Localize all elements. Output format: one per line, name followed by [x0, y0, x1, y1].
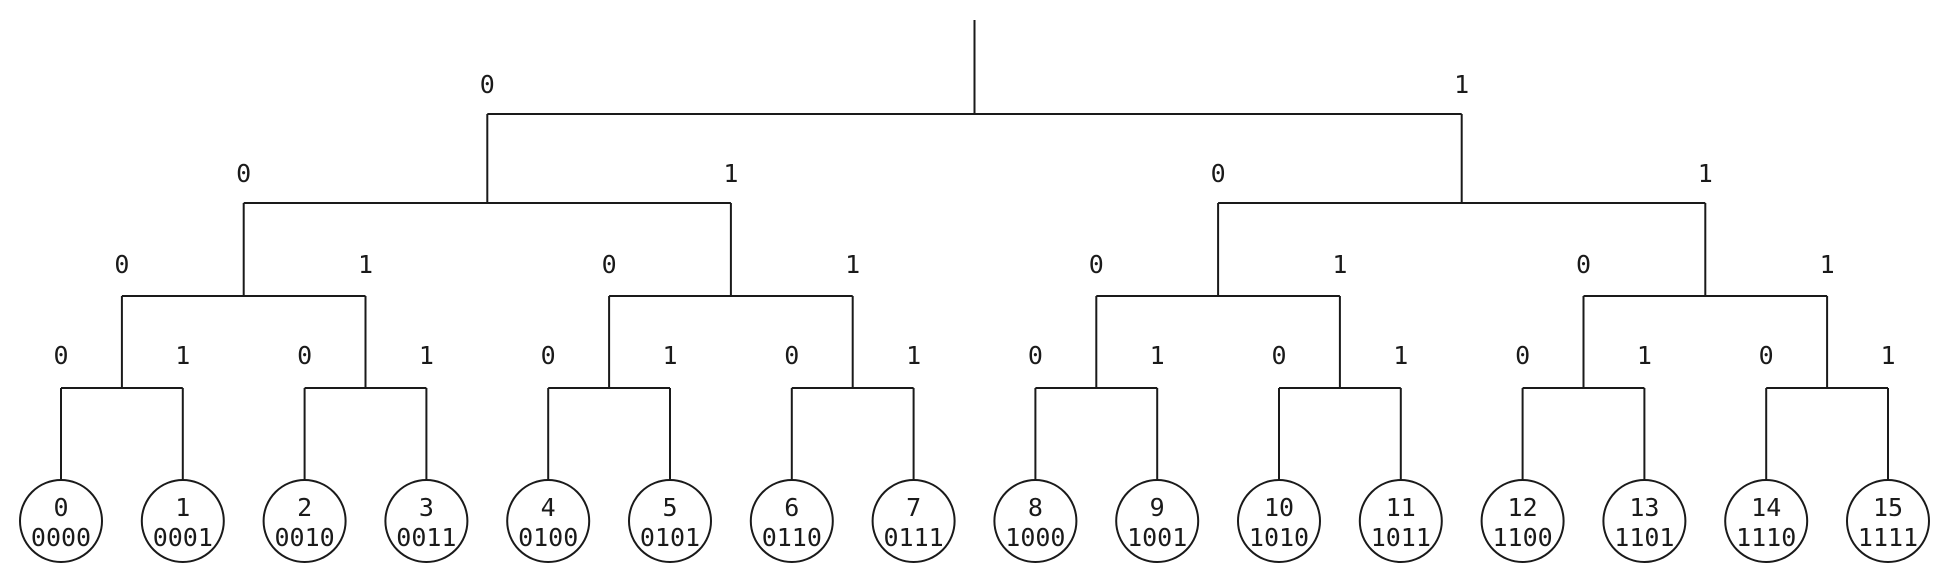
bit-label-zero: 0: [1028, 341, 1043, 370]
leaf-decimal-label: 4: [541, 493, 556, 522]
bit-label-one: 1: [1637, 341, 1652, 370]
bit-label-zero: 0: [541, 341, 556, 370]
leaf-binary-label: 0001: [153, 523, 213, 552]
bit-label-one: 1: [1820, 250, 1835, 279]
leaf-binary-label: 1100: [1492, 523, 1552, 552]
bit-label-one: 1: [358, 250, 373, 279]
leaf-binary-label: 0110: [762, 523, 822, 552]
leaf-node-circle: [19, 479, 103, 563]
bit-label-one: 1: [723, 159, 738, 188]
leaf-decimal-label: 14: [1751, 493, 1781, 522]
leaf-node-circle: [871, 479, 956, 563]
leaf-binary-label: 0011: [396, 523, 456, 552]
leaf-binary-label: 1110: [1736, 523, 1796, 552]
leaf-decimal-label: 8: [1028, 493, 1043, 522]
leaf-node-circle: [749, 479, 834, 563]
leaf-binary-label: 1010: [1249, 523, 1309, 552]
leaf-decimal-label: 2: [297, 493, 312, 522]
bit-label-zero: 0: [602, 250, 617, 279]
bit-label-zero: 0: [1271, 341, 1286, 370]
leaf-binary-label: 0100: [518, 523, 578, 552]
bit-label-zero: 0: [1759, 341, 1774, 370]
leaf-node-circle: [1724, 479, 1809, 563]
leaf-node-circle: [262, 479, 347, 563]
leaf-node-circle: [1237, 479, 1321, 563]
bit-label-one: 1: [1393, 341, 1408, 370]
bit-label-zero: 0: [1515, 341, 1530, 370]
bit-label-zero: 0: [1576, 250, 1591, 279]
leaf-binary-label: 1000: [1005, 523, 1065, 552]
leaf-node-circle: [1846, 479, 1930, 563]
bit-label-one: 1: [1698, 159, 1713, 188]
bit-label-zero: 0: [1089, 250, 1104, 279]
leaf-decimal-label: 13: [1629, 493, 1659, 522]
leaf-node-circle: [140, 479, 225, 563]
leaf-decimal-label: 3: [419, 493, 434, 522]
bit-label-one: 1: [662, 341, 677, 370]
leaf-decimal-label: 0: [53, 493, 68, 522]
bit-label-one: 1: [419, 341, 434, 370]
bit-label-zero: 0: [784, 341, 799, 370]
leaf-decimal-label: 11: [1386, 493, 1416, 522]
leaf-node-circle: [1602, 479, 1687, 563]
leaf-node-circle: [1115, 479, 1200, 563]
leaf-decimal-label: 9: [1150, 493, 1165, 522]
leaf-node-circle: [1480, 479, 1565, 563]
bit-label-one: 1: [845, 250, 860, 279]
bit-label-zero: 0: [114, 250, 129, 279]
leaf-binary-label: 0010: [274, 523, 334, 552]
leaf-node-circle: [993, 479, 1078, 563]
leaf-binary-label: 0111: [883, 523, 943, 552]
bit-label-one: 1: [1150, 341, 1165, 370]
leaf-binary-label: 1011: [1371, 523, 1431, 552]
leaf-decimal-label: 15: [1873, 493, 1903, 522]
leaf-decimal-label: 1: [175, 493, 190, 522]
leaf-binary-label: 0101: [640, 523, 700, 552]
leaf-decimal-label: 10: [1264, 493, 1294, 522]
bit-label-one: 1: [1332, 250, 1347, 279]
leaf-binary-label: 1101: [1614, 523, 1674, 552]
leaf-node-circle: [628, 479, 712, 563]
bit-label-one: 1: [906, 341, 921, 370]
bit-label-zero: 0: [480, 70, 495, 99]
leaf-binary-label: 1111: [1858, 523, 1918, 552]
leaf-node-circle: [506, 479, 591, 563]
leaf-node-circle: [1358, 479, 1443, 563]
bit-label-zero: 0: [236, 159, 251, 188]
bit-label-zero: 0: [1211, 159, 1226, 188]
bit-label-one: 1: [1454, 70, 1469, 99]
bit-label-zero: 0: [53, 341, 68, 370]
leaf-node-circle: [384, 479, 469, 563]
bit-label-one: 1: [1880, 341, 1895, 370]
leaf-decimal-label: 6: [784, 493, 799, 522]
leaf-decimal-label: 7: [906, 493, 921, 522]
leaf-binary-label: 1001: [1127, 523, 1187, 552]
bit-label-one: 1: [175, 341, 190, 370]
bit-label-zero: 0: [297, 341, 312, 370]
leaf-binary-label: 0000: [31, 523, 91, 552]
leaf-decimal-label: 12: [1508, 493, 1538, 522]
leaf-decimal-label: 5: [662, 493, 677, 522]
